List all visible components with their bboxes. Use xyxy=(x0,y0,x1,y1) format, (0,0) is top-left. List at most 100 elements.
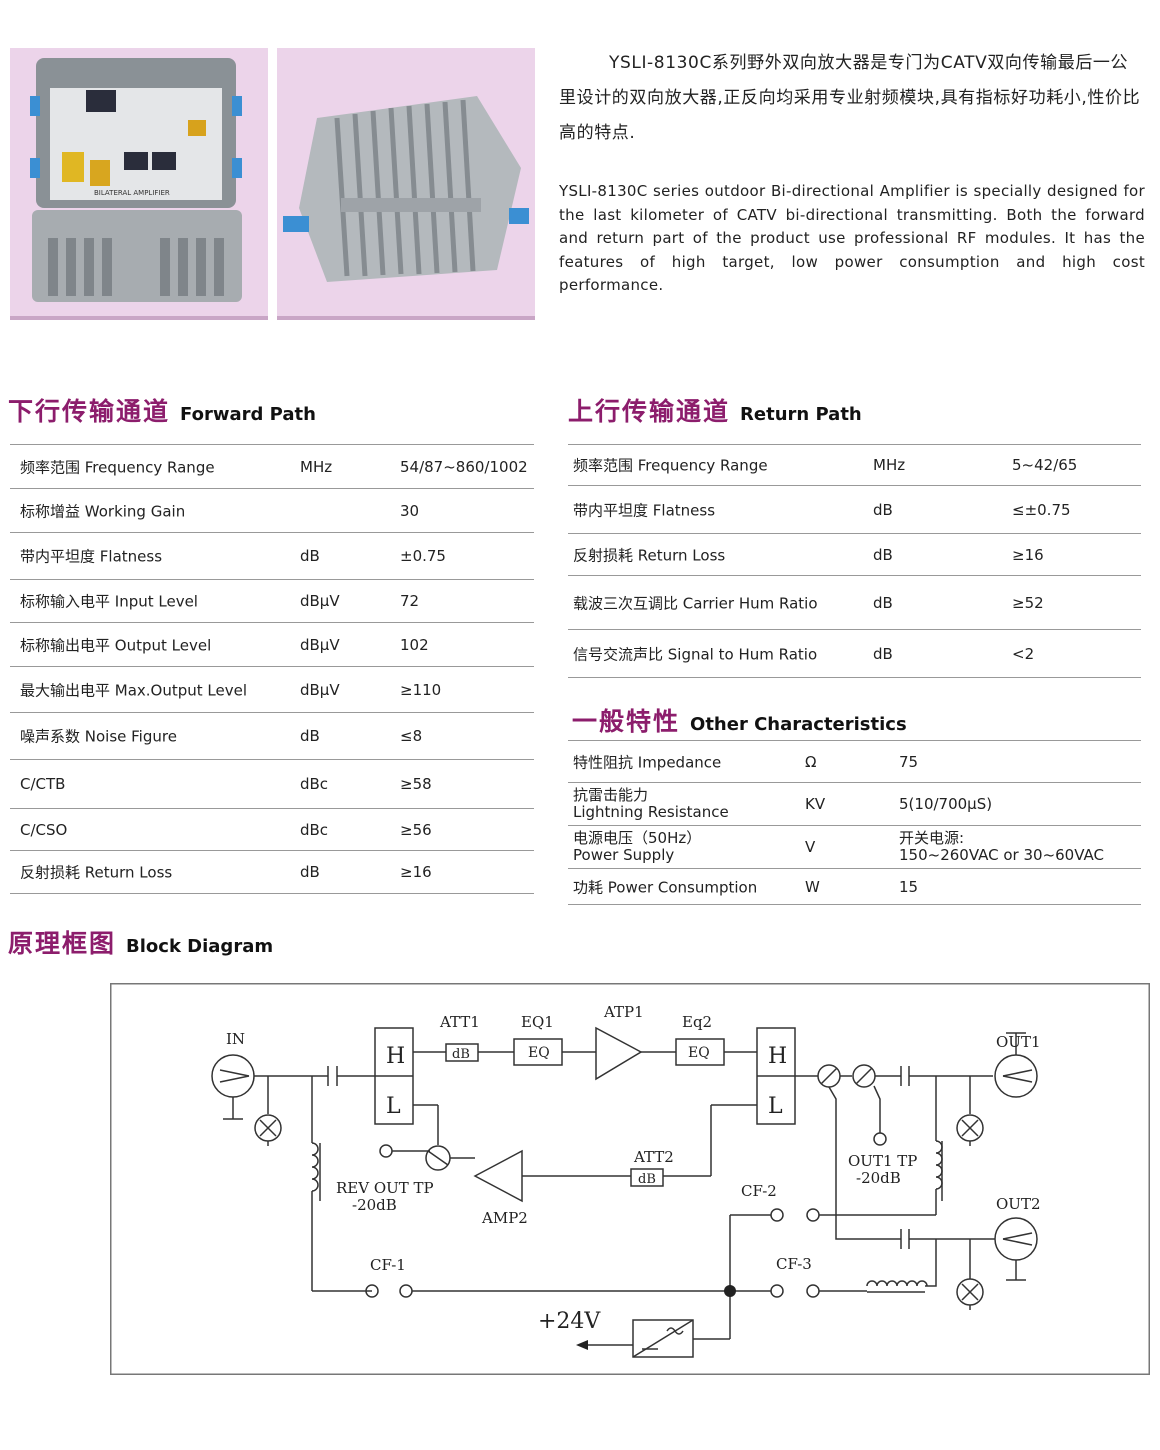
amplifier-closed-photo xyxy=(277,48,535,320)
forward-value: ±0.75 xyxy=(400,547,446,565)
label-out1-tp: OUT1 TP xyxy=(848,1152,917,1170)
return-unit: MHz xyxy=(873,456,906,474)
return-unit: dB xyxy=(873,644,893,663)
return-value: ≤±0.75 xyxy=(1012,500,1071,519)
att2-icon xyxy=(630,1168,664,1187)
other-title-cn: 一般特性 xyxy=(572,707,681,736)
intro-english: YSLI-8130C series outdoor Bi-directional… xyxy=(559,182,1145,294)
other-characteristics-title: 一般特性 Other Characteristics xyxy=(572,702,907,738)
forward-label: C/CSO xyxy=(20,820,68,839)
block-title-cn: 原理框图 xyxy=(8,929,117,958)
return-unit: dB xyxy=(873,500,893,519)
label-cf2: CF-2 xyxy=(741,1182,777,1200)
label-att2-db: dB xyxy=(638,1172,656,1187)
label-eq1: EQ1 xyxy=(521,1013,554,1031)
return-label: 带内平坦度 Flatness xyxy=(573,501,716,519)
forward-value: 72 xyxy=(400,592,420,610)
intro-chinese: YSLI-8130C系列野外双向放大器是专门为CATV双向传输最后一公里设计的双… xyxy=(559,53,1141,143)
return-label: 载波三次互调比 Carrier Hum Ratio xyxy=(573,594,818,612)
label-in: IN xyxy=(226,1030,245,1048)
forward-unit: dB xyxy=(300,727,320,745)
power-arrow-icon xyxy=(576,1340,588,1350)
forward-unit: dBc xyxy=(300,775,329,793)
forward-label: 频率范围 Frequency Range xyxy=(20,458,215,476)
atp1-amplifier-icon xyxy=(595,1026,643,1081)
return-row: 带内平坦度 Flatness dB ≤±0.75 xyxy=(568,486,1141,534)
forward-value: 102 xyxy=(400,635,429,654)
label-out1-db: -20dB xyxy=(856,1169,901,1187)
cf2-open-icon xyxy=(770,1208,784,1222)
forward-title-cn: 下行传输通道 xyxy=(8,397,171,426)
return-value: ≥16 xyxy=(1012,545,1044,564)
block-title-en: Block Diagram xyxy=(126,936,274,957)
forward-unit: MHz xyxy=(300,457,333,476)
label-eq1-box: EQ xyxy=(528,1045,550,1061)
forward-label: 反射损耗 Return Loss xyxy=(20,863,173,882)
label-eq2: Eq2 xyxy=(682,1013,712,1031)
amplifier-open-photo: BILATERAL AMPLIFIER xyxy=(10,48,268,320)
label-eq2-box: EQ xyxy=(688,1045,710,1061)
forward-row: 反射损耗 Return Loss dB ≥16 xyxy=(10,851,534,894)
return-unit: dB xyxy=(873,545,893,564)
forward-unit: dB xyxy=(300,863,320,881)
return-value: 5~42/65 xyxy=(1012,456,1078,474)
out1-tp-port-icon xyxy=(873,1132,887,1146)
forward-value: ≥16 xyxy=(400,863,432,881)
label-cf3: CF-3 xyxy=(776,1255,812,1273)
forward-unit: dBc xyxy=(300,820,329,839)
other-label: 特性阻抗 Impedance xyxy=(573,753,722,771)
other-value: 5(10/700μS) xyxy=(899,795,993,813)
other-unit: W xyxy=(805,877,820,896)
forward-row: 标称输入电平 Input Level dBμV 72 xyxy=(10,580,534,623)
out1-choke-icon xyxy=(935,1140,943,1190)
label-att1-db: dB xyxy=(452,1047,470,1062)
forward-label: 带内平坦度 Flatness xyxy=(20,547,163,566)
choke-coil-icon xyxy=(311,1142,319,1192)
cf3-open-icon xyxy=(770,1284,784,1298)
forward-unit: dBμV xyxy=(300,680,340,699)
forward-value: ≥58 xyxy=(400,775,432,793)
forward-path-title: 下行传输通道 Forward Path xyxy=(8,392,316,428)
other-title-en: Other Characteristics xyxy=(690,714,907,735)
forward-row: 带内平坦度 Flatness dB ±0.75 xyxy=(10,533,534,580)
forward-label: 标称输入电平 Input Level xyxy=(20,592,198,611)
block-diagram: IN H L H L ATT1 dB EQ1 EQ ATP1 Eq2 EQ AT… xyxy=(110,983,1150,1375)
label-cf1: CF-1 xyxy=(370,1256,406,1274)
forward-label: 标称增益 Working Gain xyxy=(20,502,186,520)
power-supply-icon xyxy=(632,1319,694,1358)
label-l1: L xyxy=(386,1094,401,1119)
cf1-open-icon xyxy=(365,1284,379,1298)
photo-label: BILATERAL AMPLIFIER xyxy=(94,189,170,197)
forward-value: ≥110 xyxy=(400,680,442,699)
forward-unit: dBμV xyxy=(300,592,340,610)
forward-label: C/CTB xyxy=(20,775,66,793)
other-unit: Ω xyxy=(805,752,817,771)
forward-title-en: Forward Path xyxy=(180,404,316,425)
forward-value: ≥56 xyxy=(400,820,432,839)
label-rev-out-db: -20dB xyxy=(352,1196,397,1214)
cf3-choke-icon xyxy=(866,1280,928,1287)
forward-label: 最大输出电平 Max.Output Level xyxy=(20,681,248,699)
label-out1: OUT1 xyxy=(996,1033,1041,1051)
return-value: ≥52 xyxy=(1012,593,1044,612)
label-atp1: ATP1 xyxy=(603,1003,644,1021)
return-unit: dB xyxy=(873,593,893,612)
label-24v: +24V xyxy=(538,1309,601,1334)
return-title-en: Return Path xyxy=(740,404,862,425)
label-att1: ATT1 xyxy=(439,1013,480,1031)
forward-unit: dB xyxy=(300,547,320,565)
label-out2: OUT2 xyxy=(996,1195,1041,1213)
forward-unit: dBμV xyxy=(300,635,340,654)
forward-value: 30 xyxy=(400,501,420,520)
